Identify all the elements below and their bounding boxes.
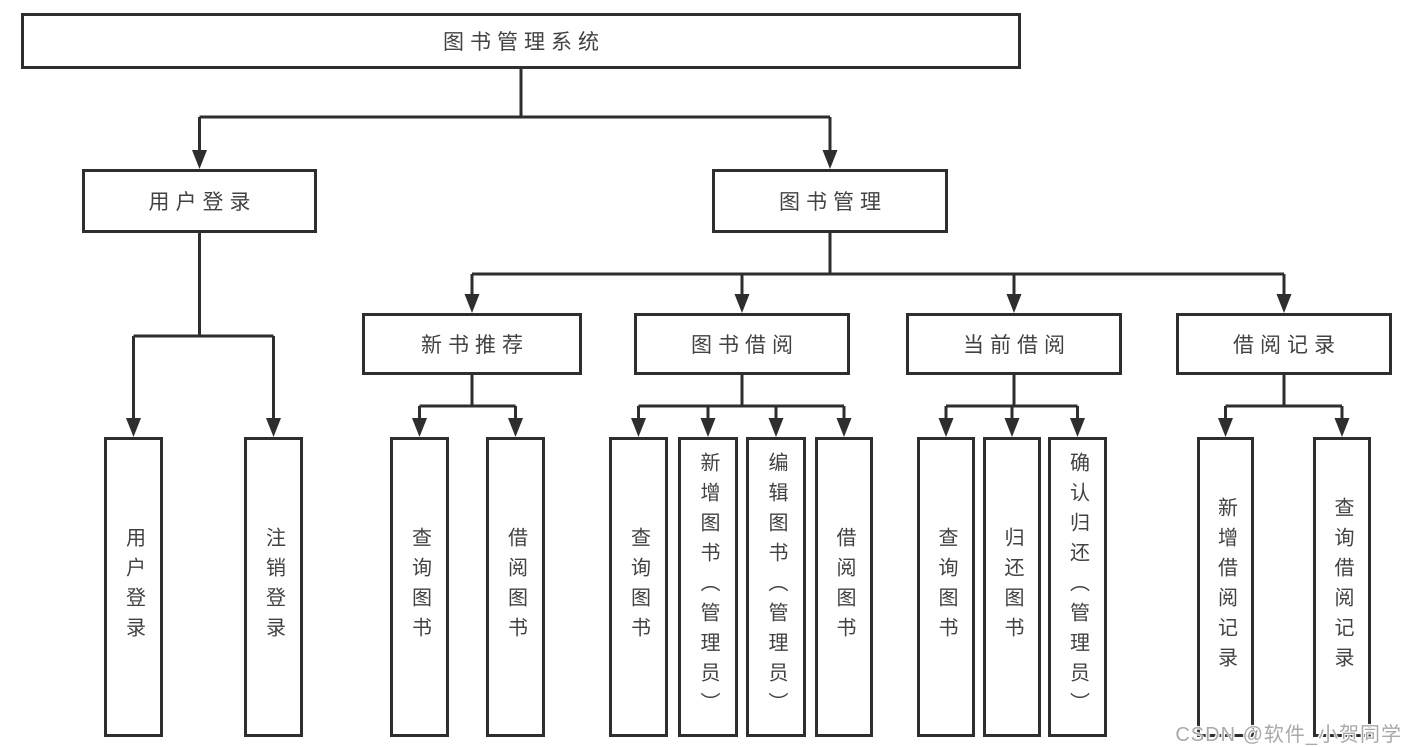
leaf-borrow-books: 借阅图书 — [815, 437, 873, 737]
leaf-search-books-current: 查询图书 — [917, 437, 975, 737]
connector-book-borrow-branch — [637, 375, 846, 422]
node-label: 用户登录 — [122, 527, 145, 647]
node-borrowing-records: 借阅记录 — [1176, 313, 1392, 375]
node-label: 编辑图书（管理员） — [765, 452, 787, 722]
node-label: 查询图书 — [408, 527, 431, 647]
node-label: 图书管理系统 — [443, 31, 605, 54]
node-label: 图书管理 — [779, 191, 887, 214]
leaf-add-borrow-record: 新增借阅记录 — [1197, 437, 1254, 737]
node-label: 借阅图书 — [833, 527, 855, 647]
connector-current-borrow-branch — [944, 375, 1079, 422]
node-label: 注销登录 — [262, 527, 285, 647]
leaf-search-borrow-record: 查询借阅记录 — [1313, 437, 1371, 737]
node-book-borrowing: 图书借阅 — [634, 313, 850, 375]
csdn-watermark: CSDN @软件_小贺同学 — [1175, 724, 1402, 746]
leaf-search-books-recommend: 查询图书 — [390, 437, 449, 737]
leaf-borrow-books-recommend: 借阅图书 — [486, 437, 545, 737]
leaf-user-login: 用户登录 — [104, 437, 163, 737]
node-label: 新书推荐 — [421, 334, 529, 357]
node-label: 用户登录 — [148, 191, 257, 214]
leaf-return-books: 归还图书 — [983, 437, 1041, 737]
node-book-management: 图书管理 — [712, 169, 948, 233]
node-book-management-system: 图书管理系统 — [21, 13, 1021, 69]
leaf-edit-books-admin: 编辑图书（管理员） — [746, 437, 806, 737]
node-user-login: 用户登录 — [82, 169, 317, 233]
leaf-logout: 注销登录 — [244, 437, 303, 737]
node-label: 新增图书（管理员） — [697, 452, 719, 722]
leaf-add-books-admin: 新增图书（管理员） — [678, 437, 738, 737]
node-label: 归还图书 — [1001, 527, 1023, 647]
node-label: 当前借阅 — [963, 334, 1071, 357]
node-label: 借阅图书 — [504, 527, 527, 647]
node-label: 借阅记录 — [1233, 334, 1341, 357]
leaf-confirm-return-admin: 确认归还（管理员） — [1048, 437, 1107, 737]
connector-book-mgmt-branch — [470, 233, 1286, 298]
connector-borrow-record-branch — [1224, 375, 1344, 422]
node-label: 新增借阅记录 — [1214, 497, 1237, 677]
node-label: 查询图书 — [627, 527, 650, 647]
connector-user-login-branch — [132, 233, 275, 422]
node-label: 确认归还（管理员） — [1066, 452, 1089, 722]
node-label: 图书借阅 — [691, 334, 799, 357]
node-current-borrowing: 当前借阅 — [906, 313, 1122, 375]
node-label: 查询图书 — [935, 527, 957, 647]
connector-new-book-branch — [418, 375, 517, 422]
leaf-search-books-borrow: 查询图书 — [609, 437, 668, 737]
node-new-book-recommend: 新书推荐 — [362, 313, 582, 375]
node-label: 查询借阅记录 — [1331, 497, 1353, 677]
connector-root-to-level2 — [198, 69, 832, 154]
